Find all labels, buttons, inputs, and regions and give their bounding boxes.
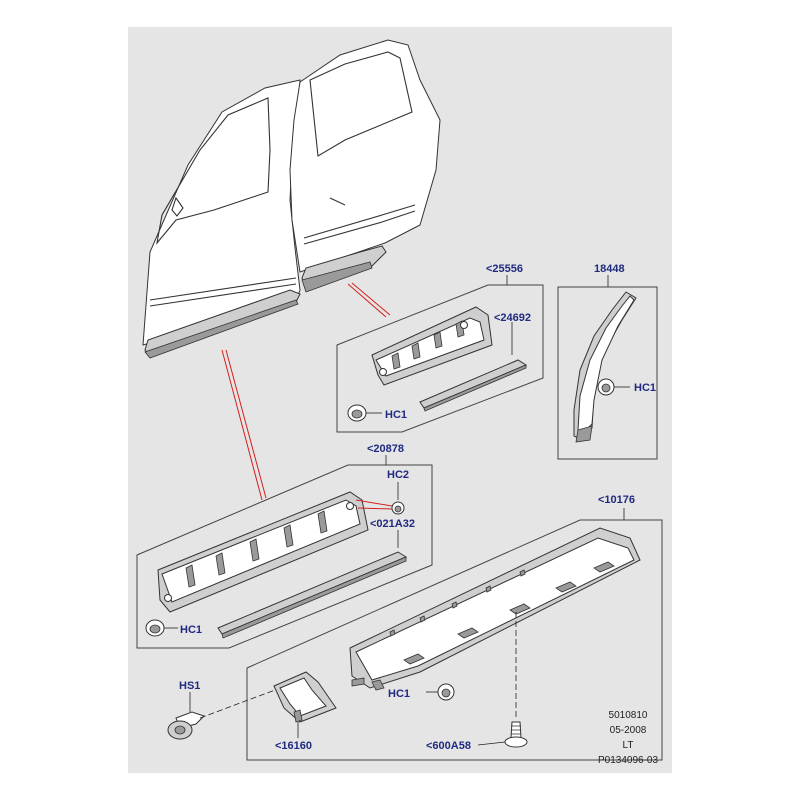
callout-24692: <24692	[494, 312, 531, 324]
ref-date: 05-2008	[610, 725, 647, 736]
vehicle-side-doors	[142, 39, 441, 359]
screw-hs1	[167, 711, 205, 740]
clip-hc2	[391, 501, 405, 515]
callout-hs1: HS1	[179, 680, 200, 692]
callout-hc1-sill: HC1	[388, 688, 410, 700]
callout-hc1-wheel-arch: HC1	[634, 382, 656, 394]
clip-hc1-rear	[347, 404, 367, 422]
sill-moulding-part	[349, 527, 641, 691]
callout-25556: <25556	[486, 263, 523, 275]
callout-hc2: HC2	[387, 469, 409, 481]
callout-600a58: <600A58	[426, 740, 471, 752]
fastener-600a58	[504, 721, 528, 748]
ref-code: LT	[623, 740, 634, 751]
front-door-moulding-part	[157, 491, 369, 613]
rear-door-moulding-part	[371, 306, 493, 386]
bracket-16160	[273, 671, 337, 723]
callout-021a32: <021A32	[370, 518, 415, 530]
clip-hc1-wheel-arch	[597, 378, 615, 396]
callout-20878: <20878	[367, 443, 404, 455]
red-leader-lines	[221, 282, 391, 501]
front-door-seal-strip	[217, 551, 408, 639]
sill-moulding-box	[246, 519, 663, 761]
rear-door-moulding-box	[336, 284, 544, 433]
wheel-arch-moulding	[573, 291, 637, 443]
callout-18448: 18448	[594, 263, 625, 275]
callout-16160: <16160	[275, 740, 312, 752]
diagram-reference: 5010810 05-2008 LT P0134096-03	[598, 710, 658, 766]
front-door-moulding-box	[136, 464, 433, 649]
clip-hc1-front	[145, 619, 165, 637]
callout-10176: <10176	[598, 494, 635, 506]
clip-hc1-sill	[437, 683, 455, 701]
wheel-arch-box	[557, 286, 658, 460]
callout-hc1-front: HC1	[180, 624, 202, 636]
ref-part-id: P0134096-03	[598, 755, 658, 766]
callout-hc1-rear: HC1	[385, 409, 407, 421]
ref-number: 5010810	[609, 710, 648, 721]
rear-door-seal-strip	[419, 359, 528, 412]
